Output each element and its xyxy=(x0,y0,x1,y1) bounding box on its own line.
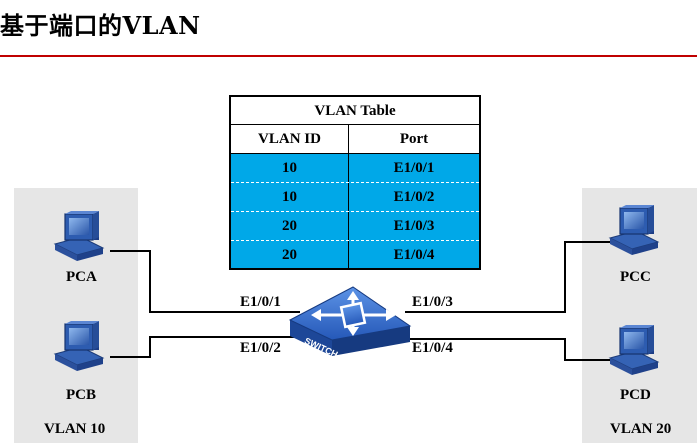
host-label-pcb: PCB xyxy=(66,387,96,403)
column-header-vlan-id: VLAN ID xyxy=(231,125,349,153)
link-pcb xyxy=(110,336,300,358)
pcc-icon[interactable] xyxy=(609,204,659,256)
vlan-table-header-row: VLAN ID Port xyxy=(231,125,479,154)
port-cell: E1/0/4 xyxy=(393,247,435,263)
port-label-e101: E1/0/1 xyxy=(240,294,281,310)
host-label-pcc: PCC xyxy=(620,269,651,285)
table-row: 20 E1/0/3 xyxy=(231,212,479,241)
vlan-table-caption: VLAN Table xyxy=(231,97,479,125)
port-cell: E1/0/3 xyxy=(393,218,435,234)
table-row: 10 E1/0/2 xyxy=(231,183,479,212)
pcd-icon[interactable] xyxy=(609,324,659,376)
port-label-e103: E1/0/3 xyxy=(412,294,453,310)
title-divider xyxy=(0,55,697,57)
pca-icon[interactable] xyxy=(54,210,104,262)
port-cell: E1/0/2 xyxy=(393,189,435,205)
vlan-id-cell: 10 xyxy=(231,183,349,211)
column-header-port: Port xyxy=(399,131,429,147)
host-label-pcd: PCD xyxy=(620,387,651,403)
switch-icon[interactable]: SWITCH xyxy=(288,286,412,360)
link-pcd xyxy=(405,338,615,361)
link-pca xyxy=(110,250,300,313)
port-label-e102: E1/0/2 xyxy=(240,340,281,356)
vlan20-label: VLAN 20 xyxy=(610,421,672,437)
vlan-id-cell: 20 xyxy=(231,241,349,268)
table-row: 10 E1/0/1 xyxy=(231,154,479,183)
link-pcc xyxy=(405,241,615,313)
table-row: 20 E1/0/4 xyxy=(231,241,479,268)
port-cell: E1/0/1 xyxy=(393,160,435,176)
vlan-table: VLAN Table VLAN ID Port 10 E1/0/1 10 E1/… xyxy=(229,95,481,270)
port-label-e104: E1/0/4 xyxy=(412,340,453,356)
pcb-icon[interactable] xyxy=(54,320,104,372)
vlan-id-cell: 20 xyxy=(231,212,349,240)
vlan10-label: VLAN 10 xyxy=(44,421,106,437)
host-label-pca: PCA xyxy=(66,269,97,285)
page-title: 基于端口的VLAN xyxy=(0,11,201,40)
vlan-id-cell: 10 xyxy=(231,154,349,182)
